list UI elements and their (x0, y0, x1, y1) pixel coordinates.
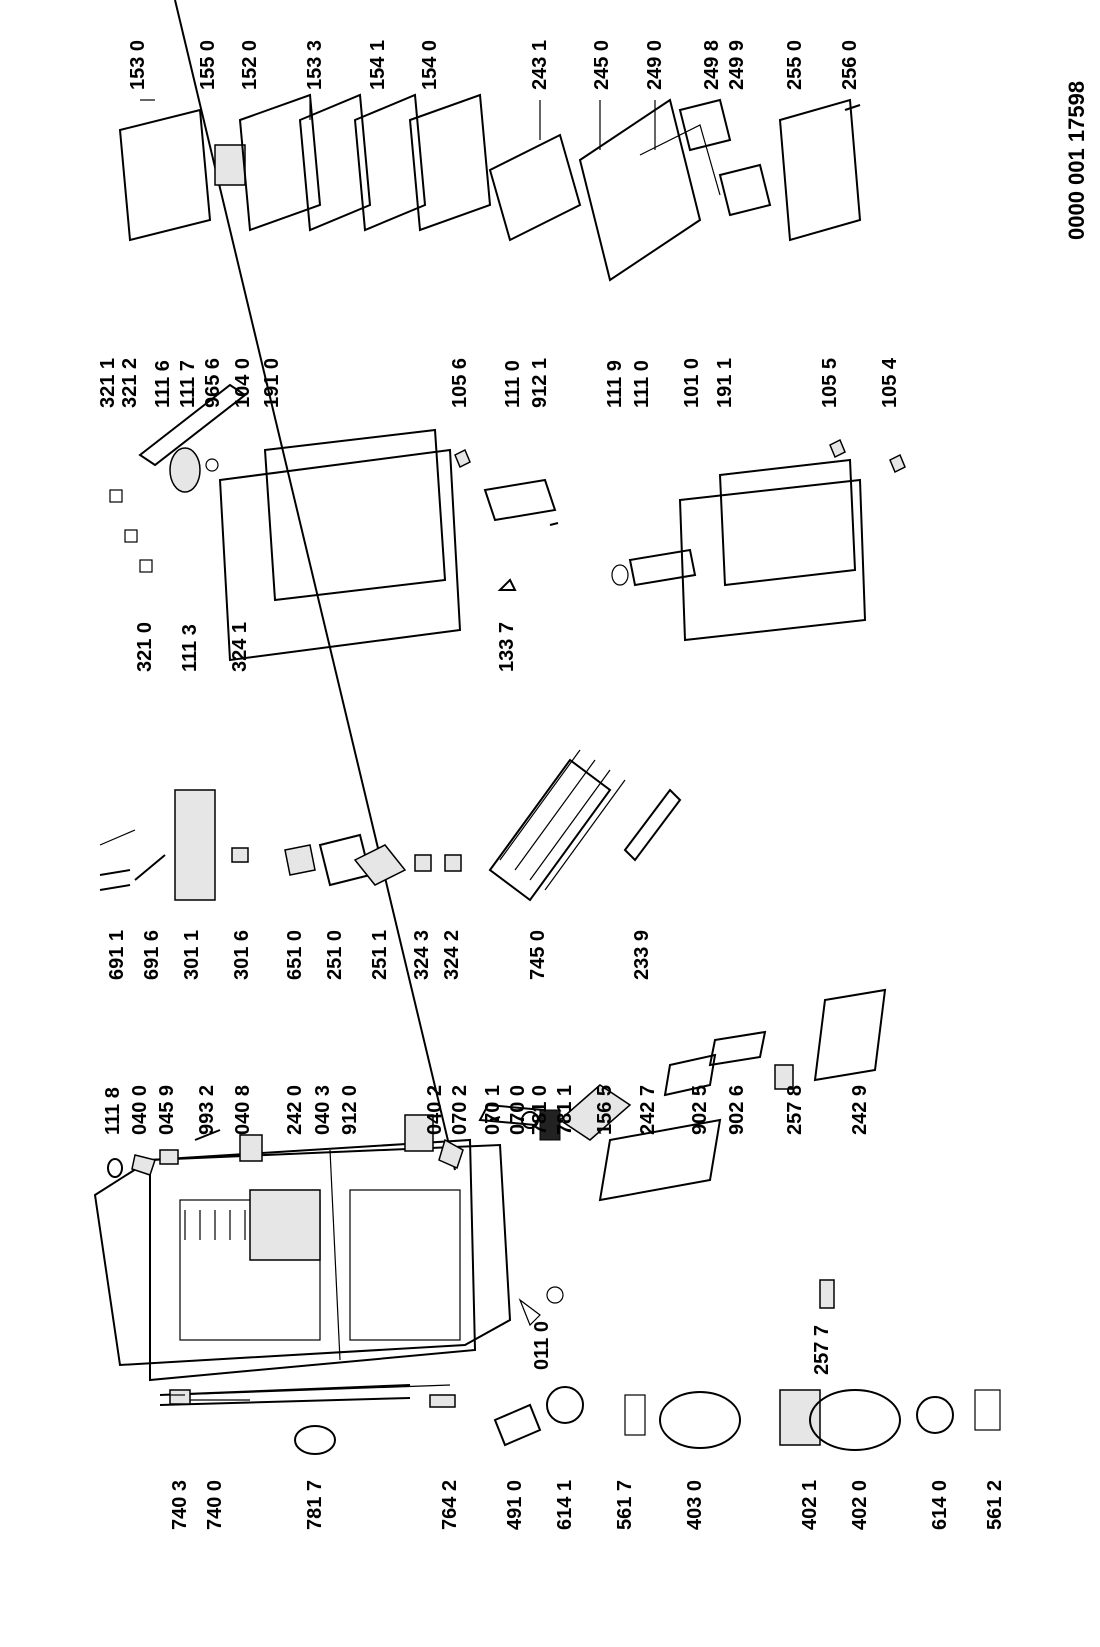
part-label: 902 5 (689, 1084, 711, 1135)
part-label: 965 6 (202, 357, 224, 408)
part-label: 912 1 (529, 357, 551, 408)
control-parts (99, 749, 682, 902)
part-label: 154 1 (367, 39, 389, 90)
part-label: 040 0 (129, 1084, 151, 1135)
part-label: 321 1 (97, 357, 119, 408)
part-label: 691 1 (106, 929, 128, 980)
part-label: 691 6 (141, 929, 163, 980)
part-label: 324 1 (229, 621, 251, 672)
part-label: 614 0 (929, 1479, 951, 1530)
part-label: 111 0 (631, 360, 653, 408)
compressor-parts (169, 1386, 1001, 1455)
part-label: 105 4 (879, 357, 901, 408)
part-label: 111 6 (152, 360, 174, 408)
part-label: 324 3 (411, 929, 433, 980)
part-label: 191 1 (714, 357, 736, 408)
part-label: 561 7 (614, 1479, 636, 1530)
part-label: 402 0 (849, 1479, 871, 1530)
part-label: 133 7 (496, 621, 518, 672)
part-label: 040 2 (424, 1084, 446, 1135)
cabinet-body (93, 0, 564, 1406)
part-label: 740 3 (169, 1479, 191, 1530)
part-label: 045 9 (156, 1084, 178, 1135)
part-label: 111 0 (502, 360, 524, 408)
part-label: 251 0 (324, 929, 346, 980)
leader-lines (99, 99, 656, 1401)
part-label: 257 8 (784, 1084, 806, 1135)
part-label: 740 0 (204, 1479, 226, 1530)
part-label: 153 0 (127, 39, 149, 90)
part-label: 153 3 (304, 39, 326, 90)
part-label: 781 0 (529, 1084, 551, 1135)
part-label: 249 0 (644, 39, 666, 90)
part-label: 249 9 (726, 39, 748, 90)
part-label: 101 0 (681, 357, 703, 408)
part-label: 243 1 (529, 39, 551, 90)
part-label: 301 1 (181, 929, 203, 980)
shelves-and-bins (118, 93, 862, 282)
part-label: 561 2 (984, 1479, 1006, 1530)
part-label: 256 0 (839, 39, 861, 90)
part-label: 040 8 (232, 1084, 254, 1135)
part-label: 251 1 (369, 929, 391, 980)
part-label: 105 5 (819, 357, 841, 408)
part-label: 993 2 (196, 1084, 218, 1135)
part-label: 191 0 (261, 357, 283, 408)
part-label: 249 8 (701, 39, 723, 90)
part-label: 245 0 (591, 39, 613, 90)
part-label: 745 0 (527, 929, 549, 980)
door-parts (109, 383, 906, 662)
cabinet-small-parts (107, 988, 887, 1309)
part-label: 040 3 (312, 1084, 334, 1135)
part-label: 321 0 (134, 621, 156, 672)
part-label: 242 7 (637, 1084, 659, 1135)
part-label: 233 9 (631, 929, 653, 980)
part-label: 242 0 (284, 1084, 306, 1135)
part-label: 111 7 (177, 360, 199, 408)
part-label: 402 1 (799, 1479, 821, 1530)
part-label: 321 2 (119, 357, 141, 408)
part-label: 111 9 (604, 360, 626, 408)
part-label: 491 0 (504, 1479, 526, 1530)
part-label: 104 0 (232, 357, 254, 408)
document-number: 0000 001 17598 (1064, 80, 1089, 240)
part-label: 011 0 (531, 1321, 553, 1370)
part-label: 912 0 (339, 1084, 361, 1135)
part-label: 614 1 (554, 1479, 576, 1530)
part-label: 902 6 (726, 1084, 748, 1135)
part-label: 403 0 (684, 1479, 706, 1530)
part-label: 257 7 (811, 1324, 833, 1375)
part-label: 255 0 (784, 39, 806, 90)
part-label: 156 5 (594, 1084, 616, 1135)
part-label: 070 2 (449, 1084, 471, 1135)
part-label: 301 6 (231, 929, 253, 980)
part-label: 154 0 (419, 39, 441, 90)
part-label: 111 3 (179, 624, 201, 672)
part-label: 781 7 (304, 1479, 326, 1530)
part-label: 155 0 (197, 39, 219, 90)
part-label: 242 9 (849, 1084, 871, 1135)
part-label: 111 8 (102, 1087, 124, 1135)
part-label: 070 0 (507, 1084, 529, 1135)
part-label: 152 0 (239, 39, 261, 90)
part-label: 324 2 (441, 929, 463, 980)
part-label: 070 1 (482, 1084, 504, 1135)
part-label: 764 2 (439, 1479, 461, 1530)
part-label: 781 1 (554, 1084, 576, 1135)
part-label: 651 0 (284, 929, 306, 980)
part-label: 105 6 (449, 357, 471, 408)
